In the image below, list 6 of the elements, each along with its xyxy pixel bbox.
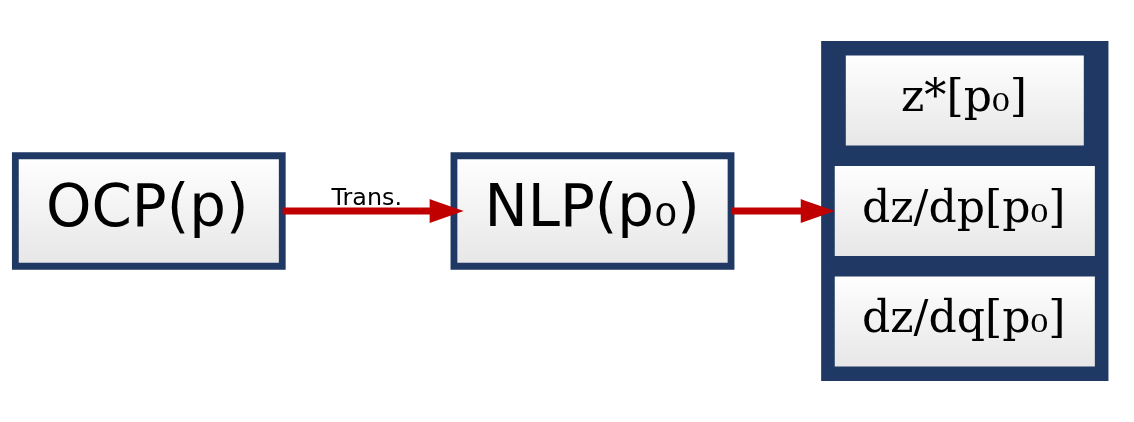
cluster xyxy=(821,41,1109,381)
arrow xyxy=(282,199,464,223)
node-box: OCP(p) xyxy=(11,152,286,270)
edge-label: Trans. xyxy=(331,182,402,211)
arrow xyxy=(731,199,835,223)
node-box: NLP(p₀) xyxy=(450,152,735,270)
